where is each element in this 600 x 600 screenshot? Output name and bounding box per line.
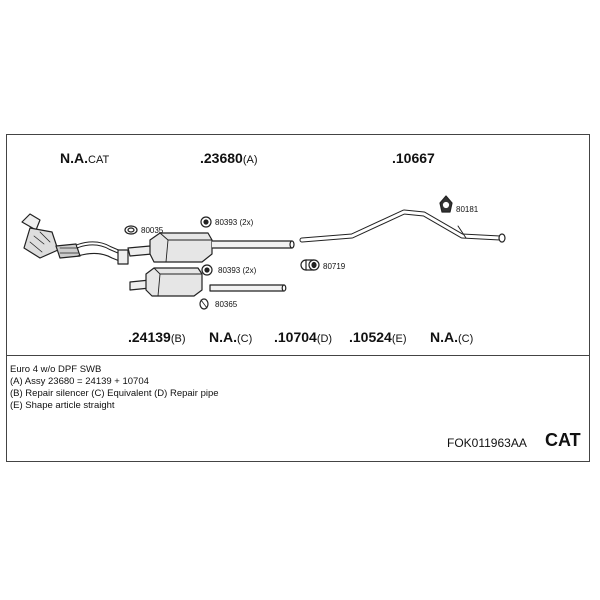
fitting-label-80393-upper: 80393 (2x)	[215, 218, 254, 227]
label-23680: .23680(A)	[200, 150, 258, 166]
catalytic-converter-drawing	[21, 213, 129, 265]
label-na-c-2: N.A.(C)	[430, 329, 474, 345]
note-line: Euro 4 w/o DPF SWB	[10, 364, 102, 375]
label-24139: .24139(B)	[128, 329, 186, 345]
note-line: (E) Shape article straight	[10, 400, 115, 411]
repair-pipe-drawing	[209, 284, 287, 292]
fitting-80035-icon	[124, 225, 138, 235]
label-10704: .10704(D)	[274, 329, 333, 345]
label-na-c-1: N.A.(C)	[209, 329, 253, 345]
fitting-label-80035: 80035	[141, 226, 164, 235]
fitting-label-80181: 80181	[456, 205, 479, 214]
kit-code: FOK011963AA	[447, 436, 527, 450]
fitting-80365-icon	[199, 298, 209, 310]
label-10667: .10667	[392, 150, 435, 166]
diagram-frame	[6, 134, 590, 462]
fitting-80181-icon	[439, 195, 453, 213]
note-line: (B) Repair silencer (C) Equivalent (D) R…	[10, 388, 219, 399]
fitting-80393-upper-icon	[200, 216, 212, 228]
note-line: (A) Assy 23680 = 24139 + 10704	[10, 376, 149, 387]
fitting-label-80719: 80719	[323, 262, 346, 271]
label-10524: .10524(E)	[349, 329, 407, 345]
center-silencer-drawing	[127, 232, 295, 263]
label-catalyst: N.A.CAT	[60, 150, 110, 166]
fitting-label-80365: 80365	[215, 300, 238, 309]
notes-block: Euro 4 w/o DPF SWB (A) Assy 23680 = 2413…	[10, 364, 219, 412]
rear-pipe-drawing	[299, 209, 506, 243]
fitting-label-80393-lower: 80393 (2x)	[218, 266, 257, 275]
notes-divider	[6, 355, 590, 356]
repair-silencer-drawing	[129, 267, 203, 297]
fitting-80719-icon	[300, 259, 320, 271]
fitting-80393-lower-icon	[201, 264, 213, 276]
cat-label: CAT	[545, 430, 581, 450]
